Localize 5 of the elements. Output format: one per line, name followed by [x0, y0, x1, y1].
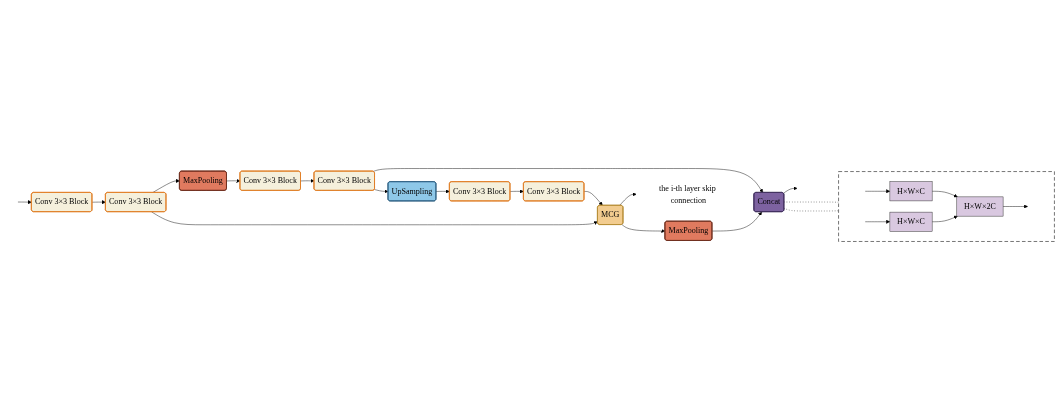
node-text: the i-th layer skip connection — [659, 183, 716, 205]
cluster — [838, 171, 1055, 242]
node-box: H×W×C — [889, 211, 933, 232]
node-box: H×W×C — [889, 181, 933, 202]
node-box: H×W×2C — [956, 196, 1004, 217]
